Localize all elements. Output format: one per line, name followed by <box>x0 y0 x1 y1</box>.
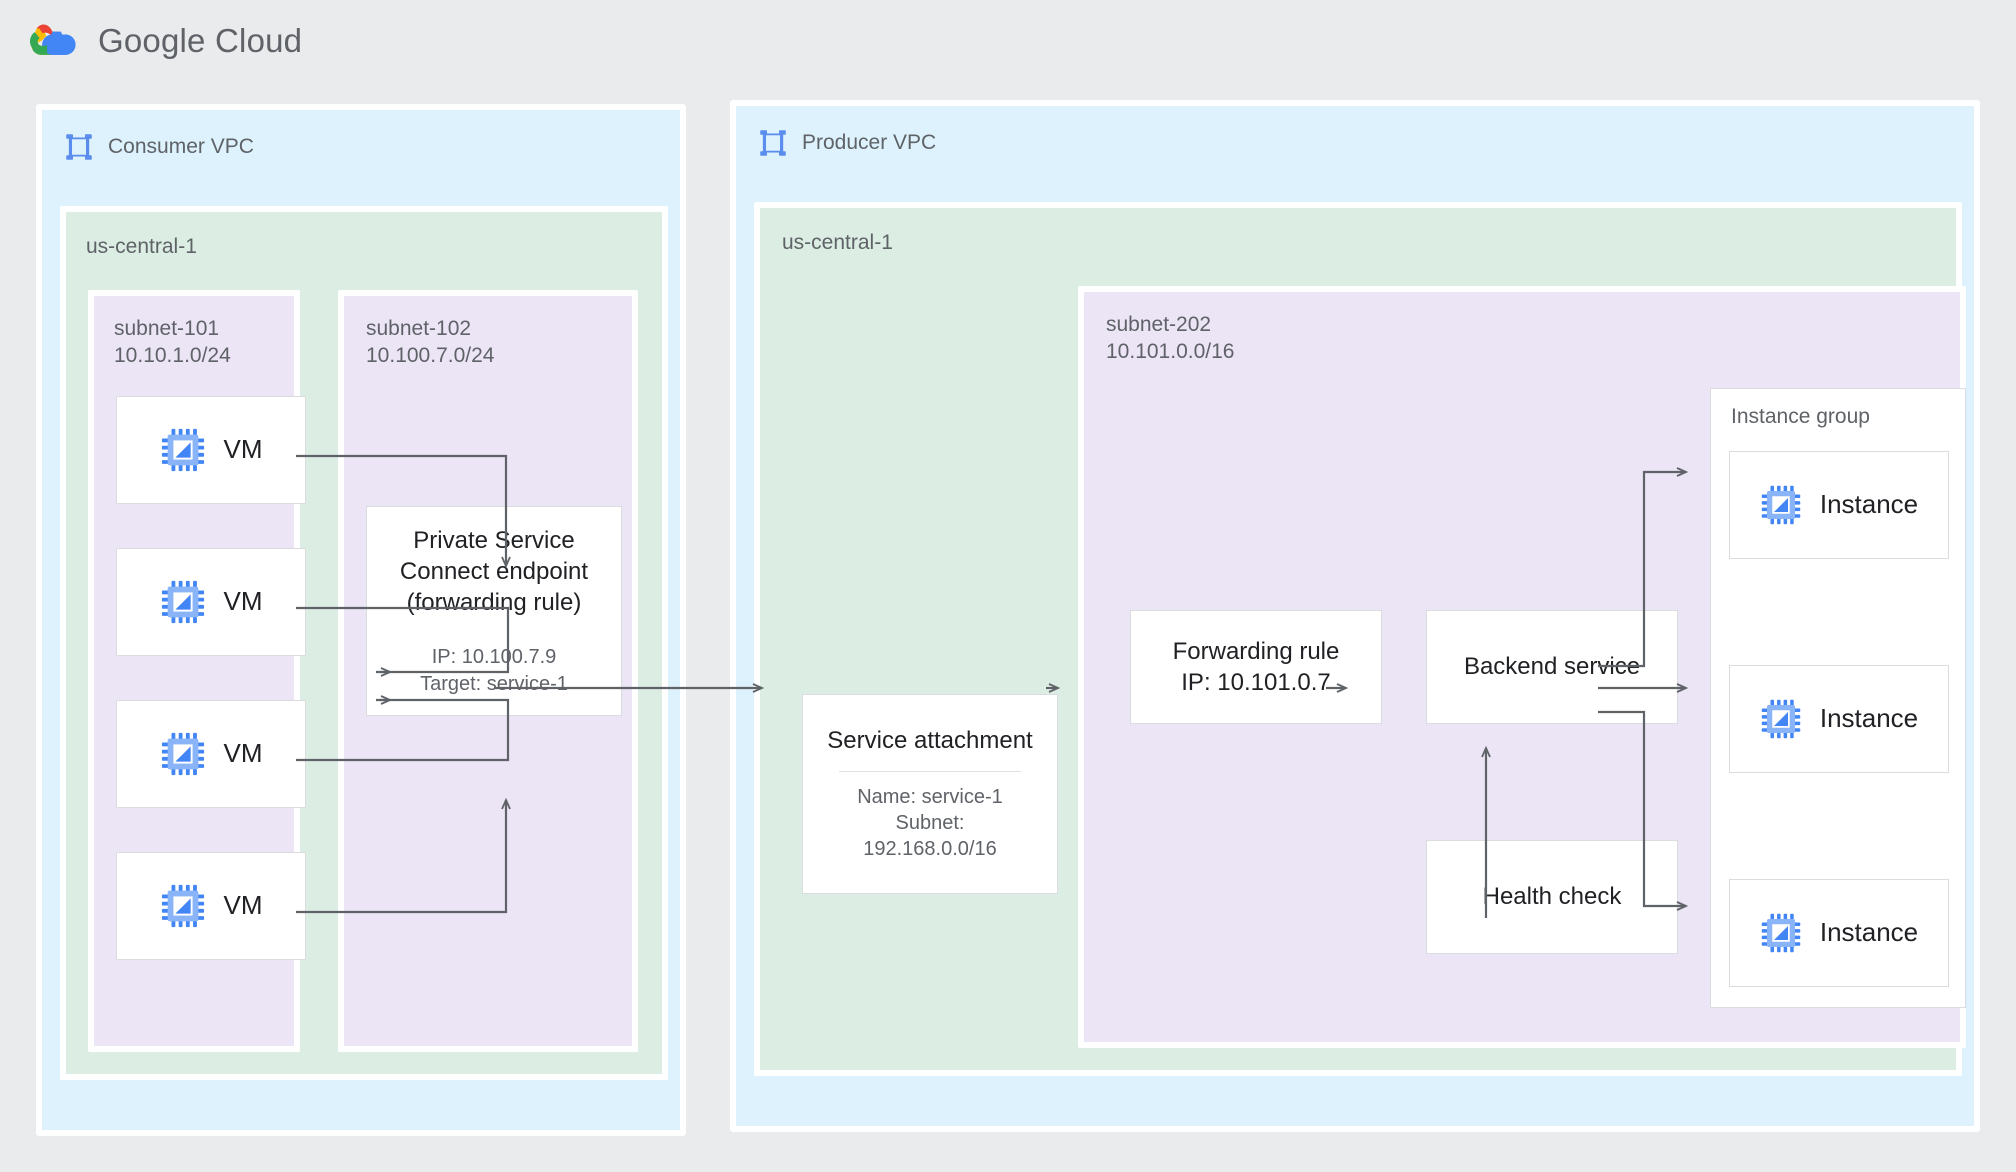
consumer-region-label: us-central-1 <box>86 235 197 258</box>
vm-instance-icon <box>160 427 206 473</box>
subnet-102-container: subnet-102 10.100.7.0/24 Private Service… <box>338 290 638 1052</box>
vm-instance-icon <box>1760 698 1802 740</box>
consumer-vpc-header: Consumer VPC <box>64 132 254 162</box>
consumer-region-container: us-central-1 subnet-101 10.10.1.0/24 VM … <box>60 206 668 1080</box>
vm-box-2[interactable]: VM <box>116 548 306 656</box>
subnet-202-container: subnet-202 10.101.0.0/16 Forwarding rule… <box>1078 286 1966 1048</box>
instance-box-2[interactable]: Instance <box>1729 665 1949 773</box>
service-attachment-box[interactable]: Service attachment Name: service-1 Subne… <box>802 694 1058 894</box>
brand-wordmark: Google Cloud <box>98 22 302 60</box>
forwarding-rule-title: Forwarding rule IP: 10.101.0.7 <box>1172 637 1340 696</box>
psc-endpoint-title: Private Service Connect endpoint (forwar… <box>399 526 589 617</box>
google-cloud-logo-icon <box>30 24 76 55</box>
producer-region-label: us-central-1 <box>782 231 893 254</box>
brand-google: Google <box>98 22 206 59</box>
instance-label-2: Instance <box>1819 703 1919 734</box>
instance-label-3: Instance <box>1819 917 1919 948</box>
service-attachment-divider <box>838 770 1022 772</box>
vm-box-4[interactable]: VM <box>116 852 306 960</box>
vm-box-3[interactable]: VM <box>116 700 306 808</box>
vm-instance-icon <box>1760 484 1802 526</box>
vm-label-3: VM <box>223 738 263 769</box>
vm-box-1[interactable]: VM <box>116 396 306 504</box>
producer-region-container: us-central-1 Service attachment Name: se… <box>754 202 1966 1076</box>
producer-vpc-header: Producer VPC <box>758 128 936 158</box>
instance-box-3[interactable]: Instance <box>1729 879 1949 987</box>
vm-label-4: VM <box>223 890 263 921</box>
subnet-102-label: subnet-102 10.100.7.0/24 <box>366 317 495 367</box>
instance-box-1[interactable]: Instance <box>1729 451 1949 559</box>
backend-service-title: Backend service <box>1463 653 1641 681</box>
service-attachment-title: Service attachment <box>827 727 1033 755</box>
instance-label-1: Instance <box>1819 489 1919 520</box>
producer-vpc-label: Producer VPC <box>802 131 937 154</box>
backend-service-box[interactable]: Backend service <box>1426 610 1678 724</box>
subnet-202-label: subnet-202 10.101.0.0/16 <box>1106 313 1235 363</box>
psc-endpoint-meta: IP: 10.100.7.9 Target: service-1 <box>420 646 568 695</box>
brand-cloud: Cloud <box>215 22 303 59</box>
health-check-box[interactable]: Health check <box>1426 840 1678 954</box>
vm-label-1: VM <box>223 434 263 465</box>
vm-instance-icon <box>160 731 206 777</box>
producer-vpc-container: Producer VPC us-central-1 Service attach… <box>730 100 1980 1132</box>
vpc-network-icon <box>64 132 94 162</box>
vm-instance-icon <box>160 883 206 929</box>
vpc-network-icon <box>758 128 788 158</box>
instance-group-label: Instance group <box>1731 405 1870 428</box>
vm-instance-icon <box>160 579 206 625</box>
service-attachment-meta: Name: service-1 Subnet: 192.168.0.0/16 <box>857 785 1003 861</box>
consumer-vpc-label: Consumer VPC <box>108 135 254 158</box>
instance-group-container: Instance group Instance Instance Instanc… <box>1710 388 1966 1008</box>
forwarding-rule-box[interactable]: Forwarding rule IP: 10.101.0.7 <box>1130 610 1382 724</box>
vm-label-2: VM <box>223 586 263 617</box>
psc-endpoint-box[interactable]: Private Service Connect endpoint (forwar… <box>366 506 622 716</box>
brand-header: Google Cloud <box>28 18 302 64</box>
consumer-vpc-container: Consumer VPC us-central-1 subnet-101 10.… <box>36 104 686 1136</box>
subnet-101-container: subnet-101 10.10.1.0/24 VM VM VM VM <box>88 290 306 1052</box>
vm-instance-icon <box>1760 912 1802 954</box>
health-check-title: Health check <box>1482 883 1622 911</box>
subnet-101-label: subnet-101 10.10.1.0/24 <box>114 317 231 367</box>
